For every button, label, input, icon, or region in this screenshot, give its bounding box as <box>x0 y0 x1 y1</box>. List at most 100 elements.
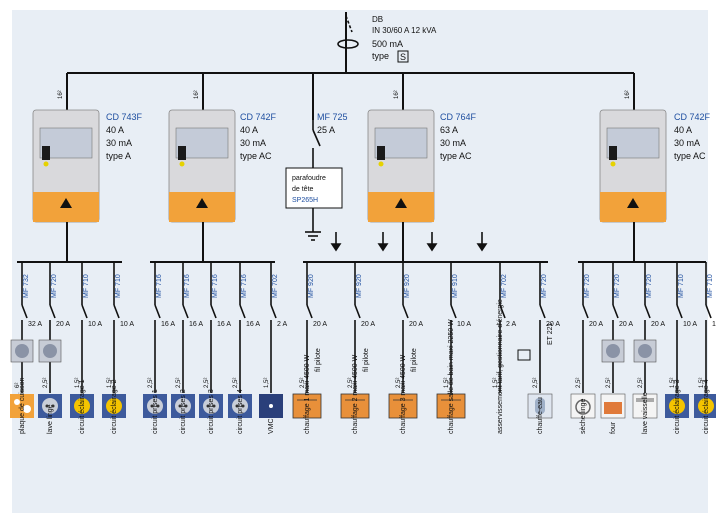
breaker-ref: MF 702 <box>272 274 279 298</box>
breaker-amps: 16 A <box>189 321 203 328</box>
breaker-amps: 20 A <box>651 321 665 328</box>
breaker-pilot: fil pilote <box>411 348 418 372</box>
device-4-sens: 30 mA <box>440 138 466 148</box>
oven-icon <box>600 393 626 419</box>
device-1-sens: 30 mA <box>106 138 132 148</box>
breaker-10 <box>292 262 322 419</box>
breaker-section: 1,5² <box>107 378 113 388</box>
breaker-ref: MF 920 <box>404 274 411 298</box>
heater-icon <box>388 393 418 419</box>
lamp-icon <box>694 394 716 418</box>
breaker-amps: 16 A <box>246 321 260 328</box>
circuit-label: circuit éclairage 1 <box>79 379 86 434</box>
breaker-section: 2,5² <box>43 378 49 388</box>
breaker-8 <box>228 262 252 418</box>
breaker-amps: 16 A <box>217 321 231 328</box>
breaker-3 <box>70 262 94 418</box>
breaker-12 <box>388 262 418 419</box>
circuit-label: chauffage salle de bain maxi 2250 W <box>448 319 455 434</box>
breaker-17 <box>600 262 626 419</box>
breaker-section: 2,5² <box>348 378 354 388</box>
outlet-face <box>43 344 57 358</box>
device-1-rating: 40 A <box>106 125 124 135</box>
breaker-amps: 10 A <box>457 321 471 328</box>
circuit-label: chauffage 2 maxi 4500 W <box>352 354 359 434</box>
breaker-amps: 10 A <box>120 321 134 328</box>
breaker-amps: 20 A <box>313 321 327 328</box>
breaker-ref: MF 716 <box>156 274 163 298</box>
breaker-amps: 20 A <box>619 321 633 328</box>
lamp-icon <box>70 394 94 418</box>
breaker-5 <box>143 262 167 418</box>
feed-section-1: 16² <box>58 90 64 99</box>
breaker-ref: MF 720 <box>614 274 621 298</box>
breaker-amps: 2 A <box>506 321 516 328</box>
breaker-7 <box>199 262 223 418</box>
device-4-rating: 63 A <box>440 125 458 135</box>
db-type-label: type <box>372 51 389 61</box>
device-1-ref: CD 743F <box>106 112 143 122</box>
surge-ref: SP265H <box>292 197 318 204</box>
breaker-amps: 10 A <box>683 321 697 328</box>
device-5-sens: 30 mA <box>674 138 700 148</box>
breaker-ref: MF 720 <box>541 274 548 298</box>
circuit-label: sèche linge <box>580 398 587 434</box>
socket-icon <box>199 394 223 418</box>
breaker-2 <box>38 262 62 418</box>
breaker-ref: MF 920 <box>356 274 363 298</box>
device-5-rating: 40 A <box>674 125 692 135</box>
circuit-label: chauffage 1 maxi 4500 W <box>304 354 311 434</box>
device-2-rating: 40 A <box>240 125 258 135</box>
breaker-section: 2,5² <box>606 378 612 388</box>
breaker-section: 2,5² <box>176 378 182 388</box>
circuit-label: lave vaisselle <box>642 392 649 434</box>
feed-section-2: 16² <box>194 90 200 99</box>
breaker-amps: 20 A <box>409 321 423 328</box>
surge-line1: parafoudre <box>292 175 326 182</box>
device-4-ref: CD 764F <box>440 112 477 122</box>
breaker-section: 1,5² <box>444 378 450 388</box>
rcd-device-2 <box>168 109 236 223</box>
main-feeder <box>66 12 635 120</box>
breaker-ref: MF 720 <box>51 274 58 298</box>
device-5-ref: CD 742F <box>674 112 711 122</box>
breaker-ref: MF 720 <box>584 274 591 298</box>
circuit-label: circuit éclairage 3 <box>674 379 681 434</box>
circuit-label: circuit éclairage 2 <box>111 379 118 434</box>
circuit-label: lave linge <box>47 404 54 434</box>
breaker-18 <box>632 262 658 419</box>
breaker-ref: MF 710 <box>115 274 122 298</box>
feed-section-3: 16² <box>394 90 400 99</box>
device-4-type: type AC <box>440 151 472 161</box>
breaker-ref: MF 910 <box>452 274 459 298</box>
breaker-amps: 20 A <box>361 321 375 328</box>
device-3-rating: 25 A <box>317 125 335 135</box>
dish-icon <box>632 393 658 419</box>
breaker-ref: MF 702 <box>501 274 508 298</box>
breaker-ref: MF 710 <box>707 274 714 298</box>
breaker-section: 6² <box>15 383 21 388</box>
circuit-label: VMC <box>268 418 275 434</box>
breaker-section: 2,5² <box>300 378 306 388</box>
rcd-device-4 <box>367 109 435 223</box>
breaker-section: 2,5² <box>148 378 154 388</box>
dryer-icon <box>570 393 596 419</box>
breaker-amps: 32 A <box>28 321 42 328</box>
breaker-section: 1,5² <box>493 378 499 388</box>
breaker-amps: 20 A <box>546 321 560 328</box>
db-type-box <box>397 50 409 63</box>
breaker-ref: MF 716 <box>184 274 191 298</box>
db-sensitivity: 500 mA <box>372 39 403 49</box>
feed-section-4: 16² <box>625 90 631 99</box>
circuit-label: asservissement tarif, gestionnaire d'éne… <box>497 299 504 434</box>
circuit-label: four <box>610 421 617 434</box>
breaker-ref: MF 920 <box>308 274 315 298</box>
breaker-extra: ET 221 <box>547 322 554 345</box>
heater-icon <box>292 393 322 419</box>
breaker-ref: MF 716 <box>241 274 248 298</box>
circuit-label: circuit prises 4 <box>237 389 244 434</box>
breaker-pilot: fil pilote <box>315 348 322 372</box>
hob-icon <box>10 394 34 418</box>
